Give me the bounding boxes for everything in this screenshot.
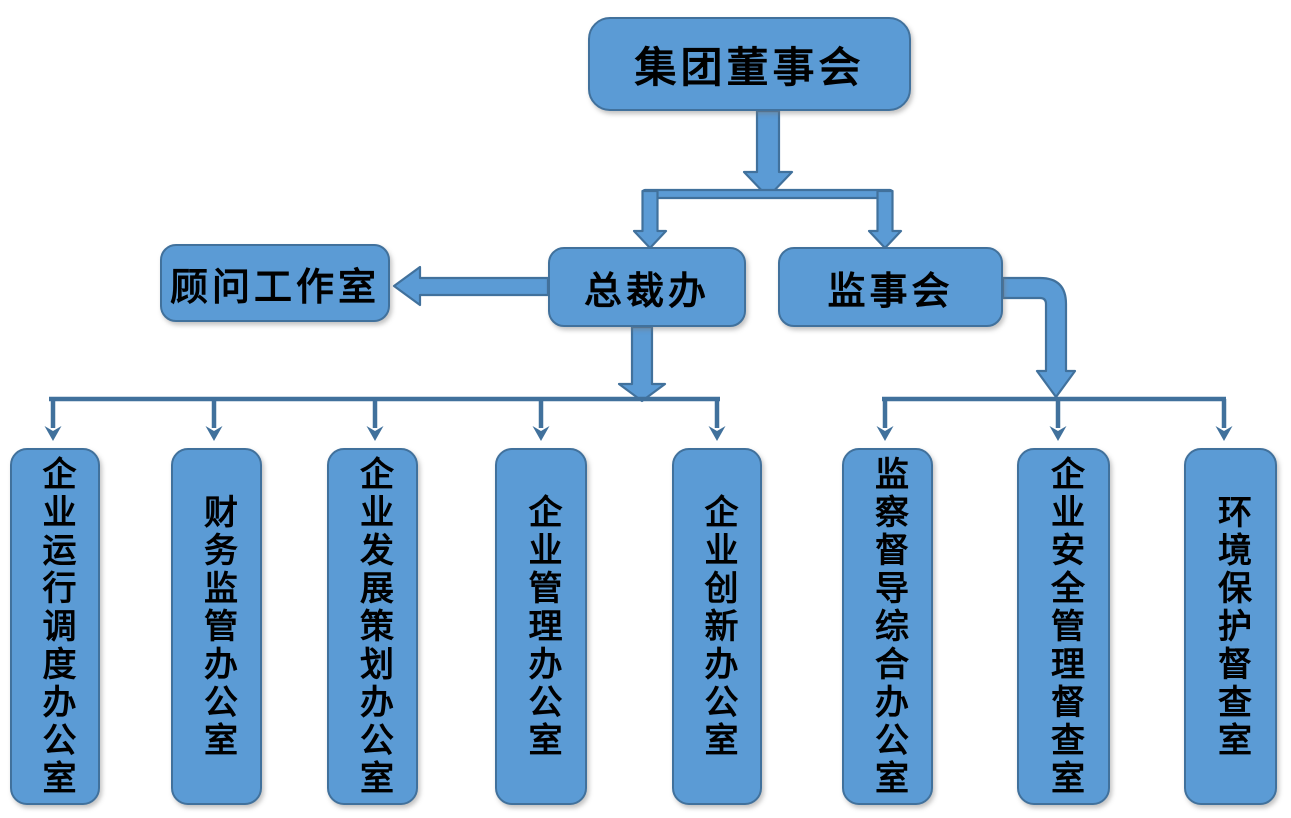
arrow-board-down <box>742 109 794 199</box>
node-dept-financial-supervision: 财务监管办公室 <box>171 448 262 805</box>
node-president-office: 总裁办 <box>548 247 746 327</box>
node-dept-environmental-protection-label: 环境保护督查室 <box>1212 493 1250 760</box>
node-supervisory-board: 监事会 <box>778 247 1003 327</box>
arrow-president-to-advisor <box>392 265 550 307</box>
node-board-label: 集团董事会 <box>634 45 865 92</box>
node-dept-inspection-supervision: 监察督导综合办公室 <box>842 448 933 805</box>
node-president-label: 总裁办 <box>583 270 710 313</box>
node-dept-financial-supervision-label: 财务监管办公室 <box>198 493 236 760</box>
arrow-supervisory-elbow <box>1001 276 1077 399</box>
node-dept-safety-management-label: 企业安全管理督查室 <box>1045 455 1083 798</box>
node-dept-innovation: 企业创新办公室 <box>672 448 762 805</box>
node-dept-development-planning-label: 企业发展策划办公室 <box>354 455 392 798</box>
node-dept-operations-dispatch: 企业运行调度办公室 <box>10 448 100 805</box>
node-dept-safety-management: 企业安全管理督查室 <box>1017 448 1110 805</box>
node-board-of-directors: 集团董事会 <box>588 17 911 111</box>
node-advisor-studio: 顾问工作室 <box>160 244 390 322</box>
node-dept-enterprise-management: 企业管理办公室 <box>495 448 587 805</box>
node-dept-environmental-protection: 环境保护督查室 <box>1184 448 1277 805</box>
bracket-arrow-president <box>632 189 668 250</box>
node-dept-development-planning: 企业发展策划办公室 <box>327 448 418 805</box>
bracket-arrow-supervisory <box>867 189 903 250</box>
node-dept-inspection-supervision-label: 监察督导综合办公室 <box>869 455 907 798</box>
bracket-level2-bar <box>641 188 894 200</box>
node-dept-innovation-label: 企业创新办公室 <box>699 493 736 760</box>
node-advisor-label: 顾问工作室 <box>169 266 380 309</box>
arrow-president-down <box>617 325 667 403</box>
node-dept-operations-dispatch-label: 企业运行调度办公室 <box>37 455 74 798</box>
node-dept-enterprise-management-label: 企业管理办公室 <box>523 493 560 760</box>
line-supervisory-depts <box>876 396 1233 441</box>
line-president-depts <box>44 396 726 441</box>
node-supervisory-label: 监事会 <box>827 270 954 313</box>
